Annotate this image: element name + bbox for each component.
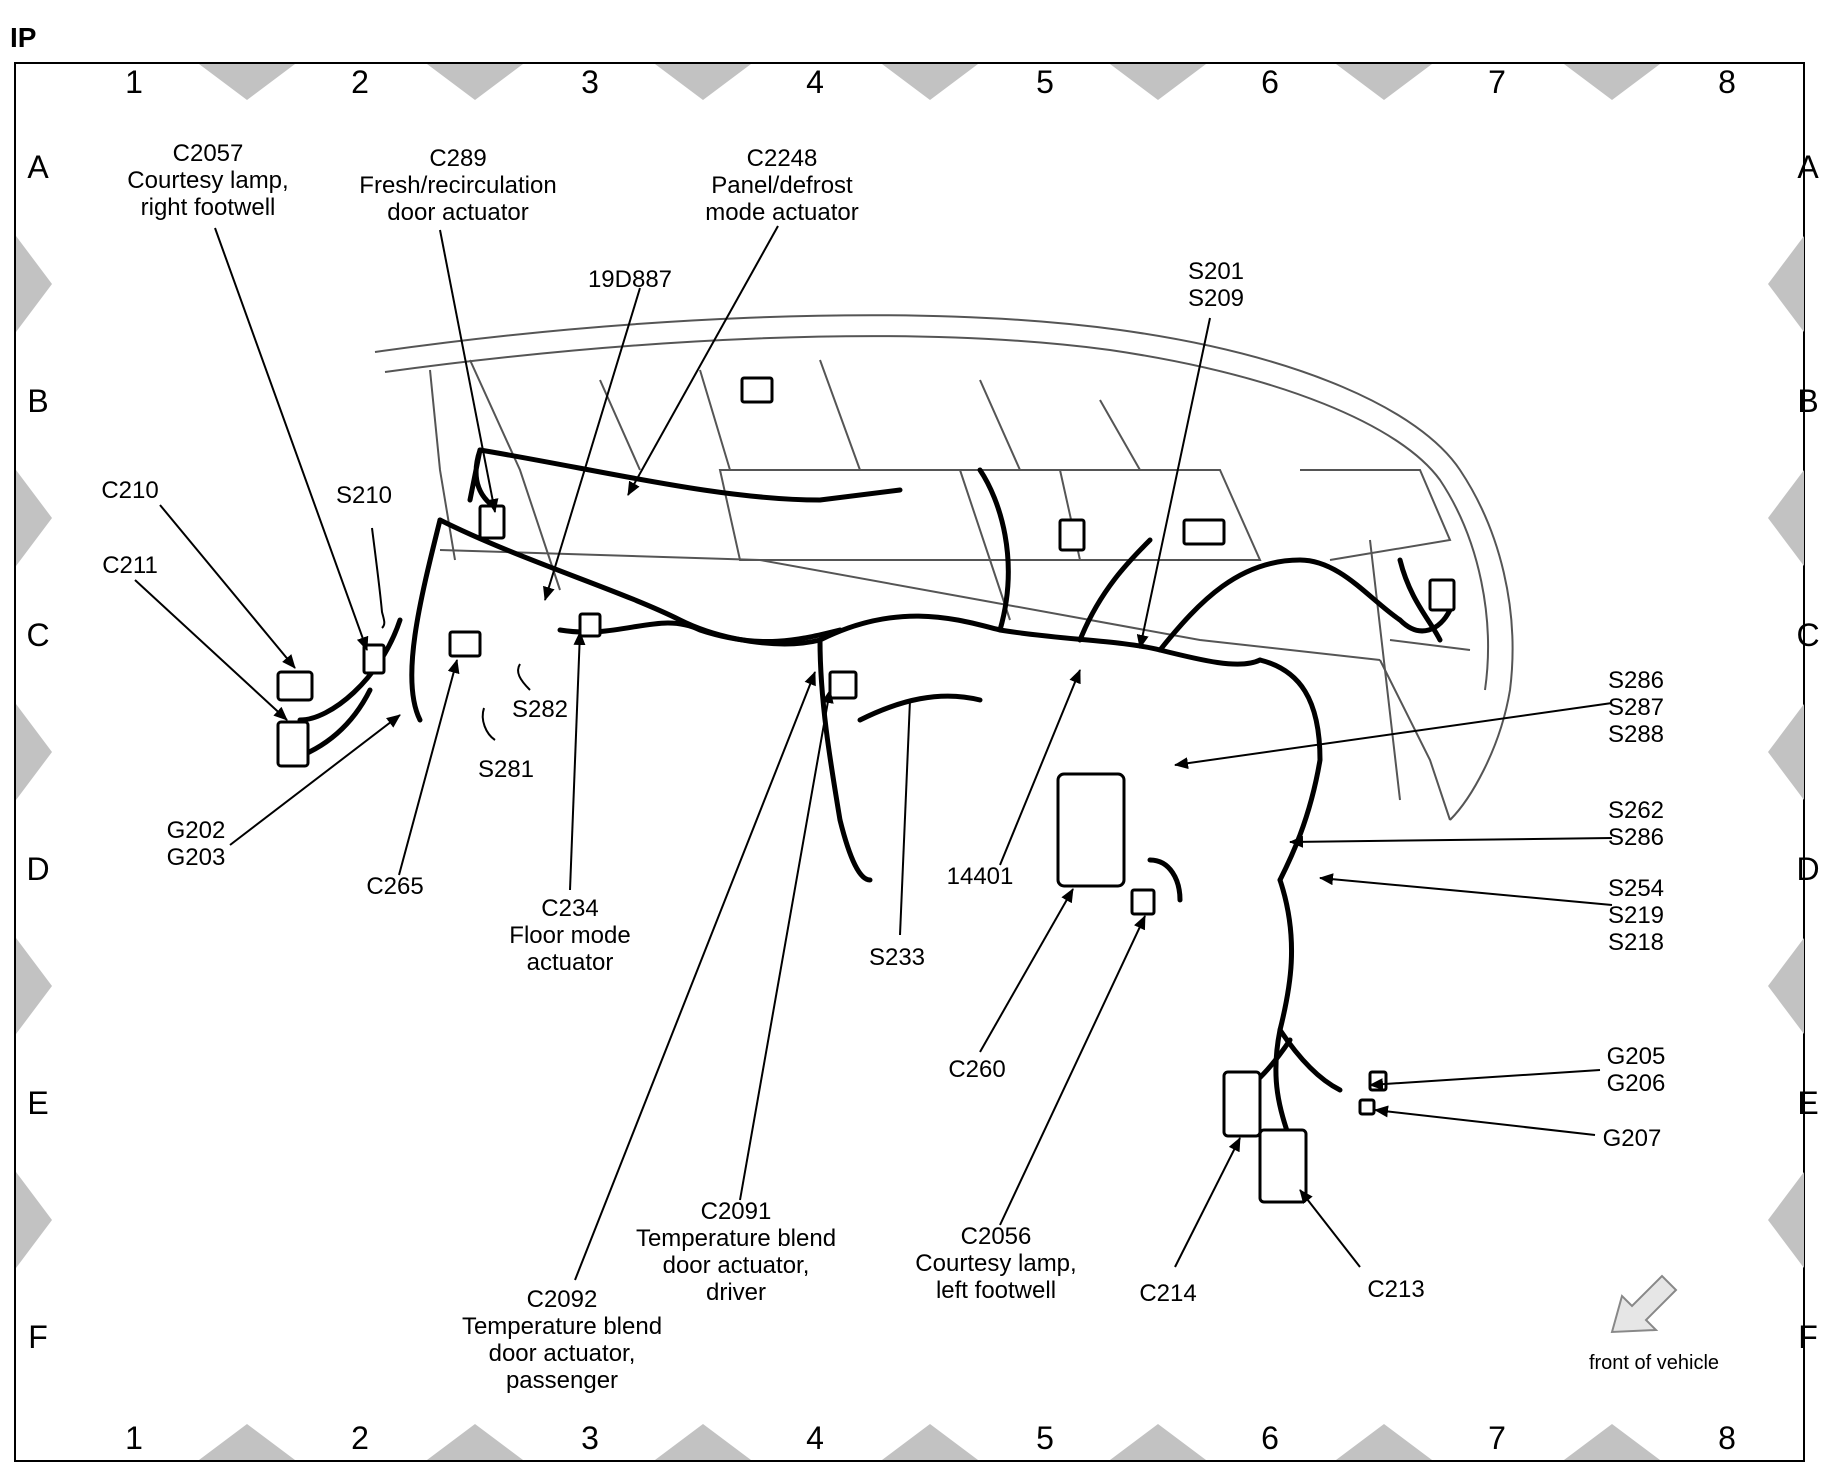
grid-row-label: C bbox=[1796, 617, 1820, 653]
grid-column-label: 6 bbox=[1261, 64, 1279, 100]
grid-tick-marker bbox=[1109, 1424, 1206, 1460]
grid-tick-marker bbox=[1564, 1424, 1660, 1460]
front-of-vehicle-label: front of vehicle bbox=[1588, 1352, 1720, 1374]
grid-tick-marker bbox=[199, 1424, 295, 1460]
grid-row-label: E bbox=[27, 1085, 49, 1121]
grid-tick-marker bbox=[882, 1424, 978, 1460]
label-s281: S281 bbox=[477, 756, 535, 783]
label-14401: 14401 bbox=[946, 863, 1014, 890]
grid-row-label: E bbox=[1797, 1085, 1819, 1121]
label-c211: C211 bbox=[102, 552, 158, 579]
grid-column-label: 5 bbox=[1036, 64, 1054, 100]
grid-row-label: F bbox=[1798, 1319, 1818, 1355]
front-of-vehicle-arrow bbox=[1610, 1274, 1678, 1334]
grid-tick-marker bbox=[1335, 1424, 1432, 1460]
grid-column-label: 8 bbox=[1718, 64, 1736, 100]
diagram-frame bbox=[14, 62, 1805, 1462]
grid-tick-marker bbox=[16, 938, 52, 1034]
label-c265: C265 bbox=[366, 873, 424, 900]
grid-tick-marker bbox=[1335, 64, 1432, 100]
label-c210: C210 bbox=[101, 477, 159, 504]
grid-row-label: A bbox=[27, 149, 49, 185]
label-c260: C260 bbox=[948, 1056, 1006, 1083]
label-19d887: 19D887 bbox=[587, 266, 673, 293]
harness-bundles bbox=[287, 447, 1453, 1143]
grid-tick-marker bbox=[16, 704, 52, 800]
grid-column-label: 3 bbox=[581, 1420, 599, 1456]
grid-tick-marker bbox=[427, 1424, 523, 1460]
grid-tick-marker bbox=[1768, 470, 1804, 566]
label-c213: C213 bbox=[1367, 1276, 1425, 1303]
grid-row-label: B bbox=[27, 383, 49, 419]
grid-row-label: B bbox=[1797, 383, 1819, 419]
grid-column-label: 6 bbox=[1261, 1420, 1279, 1456]
label-c214: C214 bbox=[1139, 1280, 1197, 1307]
grid-row-label: A bbox=[1797, 149, 1819, 185]
grid-column-label: 3 bbox=[581, 64, 599, 100]
grid-row-label: F bbox=[28, 1319, 48, 1355]
grid-tick-marker bbox=[1768, 1172, 1804, 1268]
grid-column-label: 7 bbox=[1488, 1420, 1506, 1456]
grid-tick-marker bbox=[1564, 64, 1660, 100]
label-g207: G207 bbox=[1602, 1125, 1662, 1152]
splice-leaders bbox=[371, 527, 911, 936]
grid-tick-marker bbox=[1109, 64, 1206, 100]
grid-column-label: 1 bbox=[125, 64, 143, 100]
leader-lines bbox=[134, 225, 1613, 1281]
grid-row-label: C bbox=[26, 617, 50, 653]
page-tag: IP bbox=[10, 22, 37, 53]
grid-tick-marker bbox=[16, 236, 52, 332]
grid-row-label: D bbox=[1796, 851, 1820, 887]
grid-column-label: 5 bbox=[1036, 1420, 1054, 1456]
grid-tick-marker bbox=[16, 1172, 52, 1268]
label-s282: S282 bbox=[511, 696, 569, 723]
grid-column-label: 2 bbox=[351, 1420, 369, 1456]
label-s210: S210 bbox=[335, 482, 393, 509]
grid-tick-marker bbox=[199, 64, 295, 100]
grid-row-label: D bbox=[26, 851, 50, 887]
grid-column-label: 1 bbox=[125, 1420, 143, 1456]
label-s233: S233 bbox=[868, 944, 926, 971]
grid-column-label: 4 bbox=[806, 1420, 824, 1456]
grid-tick-marker bbox=[16, 470, 52, 566]
connectors bbox=[276, 376, 1456, 1204]
grid-column-label: 7 bbox=[1488, 64, 1506, 100]
grid-tick-marker bbox=[882, 64, 978, 100]
grid-tick-marker bbox=[427, 64, 523, 100]
grid-tick-marker bbox=[654, 64, 751, 100]
grid-tick-marker bbox=[654, 1424, 751, 1460]
grid-column-label: 8 bbox=[1718, 1420, 1736, 1456]
grid-tick-marker bbox=[1768, 236, 1804, 332]
grid-tick-marker bbox=[1768, 938, 1804, 1034]
grid-column-label: 4 bbox=[806, 64, 824, 100]
grid-column-label: 2 bbox=[351, 64, 369, 100]
grid-tick-marker bbox=[1768, 704, 1804, 800]
